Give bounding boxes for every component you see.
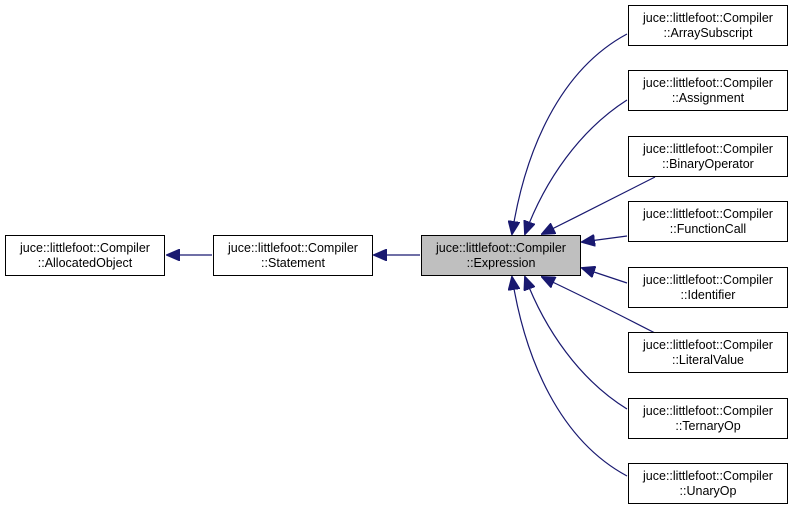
node-unary-op[interactable]: juce::littlefoot::Compiler ::UnaryOp [628,463,788,504]
edge-ternary-op-to-expression [525,277,628,410]
node-identifier[interactable]: juce::littlefoot::Compiler ::Identifier [628,267,788,308]
node-statement-line1: juce::littlefoot::Compiler [228,240,358,255]
edge-function-call-to-expression [582,236,628,242]
node-literal-value[interactable]: juce::littlefoot::Compiler ::LiteralValu… [628,332,788,373]
node-assignment[interactable]: juce::littlefoot::Compiler ::Assignment [628,70,788,111]
node-assignment-line1: juce::littlefoot::Compiler [643,75,773,90]
node-allocated-object-line1: juce::littlefoot::Compiler [20,240,150,255]
node-expression-line1: juce::littlefoot::Compiler [436,240,566,255]
node-unary-op-line1: juce::littlefoot::Compiler [643,468,773,483]
node-literal-value-line1: juce::littlefoot::Compiler [643,337,773,352]
edge-identifier-to-expression [582,268,628,284]
node-binary-operator-line1: juce::littlefoot::Compiler [643,141,773,156]
node-allocated-object[interactable]: juce::littlefoot::Compiler ::AllocatedOb… [5,235,165,276]
node-binary-operator[interactable]: juce::littlefoot::Compiler ::BinaryOpera… [628,136,788,177]
node-function-call[interactable]: juce::littlefoot::Compiler ::FunctionCal… [628,201,788,242]
node-identifier-line1: juce::littlefoot::Compiler [643,272,773,287]
edge-array-subscript-to-expression [512,33,628,234]
edge-assignment-to-expression [525,99,628,234]
node-literal-value-line2: ::LiteralValue [671,352,745,367]
node-function-call-line2: ::FunctionCall [669,221,747,236]
node-statement-line2: ::Statement [261,255,325,270]
node-ternary-op-line2: ::TernaryOp [675,418,741,433]
node-assignment-line2: ::Assignment [671,90,745,105]
node-allocated-object-line2: ::AllocatedObject [37,255,133,270]
node-identifier-line2: ::Identifier [680,287,736,302]
node-statement[interactable]: juce::littlefoot::Compiler ::Statement [213,235,373,276]
edge-unary-op-to-expression [512,277,628,477]
node-array-subscript-line1: juce::littlefoot::Compiler [643,10,773,25]
node-expression-line2: ::Expression [466,255,536,270]
edge-binary-operator-to-expression [542,176,656,234]
node-unary-op-line2: ::UnaryOp [679,483,737,498]
node-ternary-op-line1: juce::littlefoot::Compiler [643,403,773,418]
node-expression: juce::littlefoot::Compiler ::Expression [421,235,581,276]
node-ternary-op[interactable]: juce::littlefoot::Compiler ::TernaryOp [628,398,788,439]
node-array-subscript-line2: ::ArraySubscript [663,25,753,40]
node-function-call-line1: juce::littlefoot::Compiler [643,206,773,221]
node-array-subscript[interactable]: juce::littlefoot::Compiler ::ArraySubscr… [628,5,788,46]
edge-literal-value-to-expression [542,277,656,334]
node-binary-operator-line2: ::BinaryOperator [662,156,754,171]
